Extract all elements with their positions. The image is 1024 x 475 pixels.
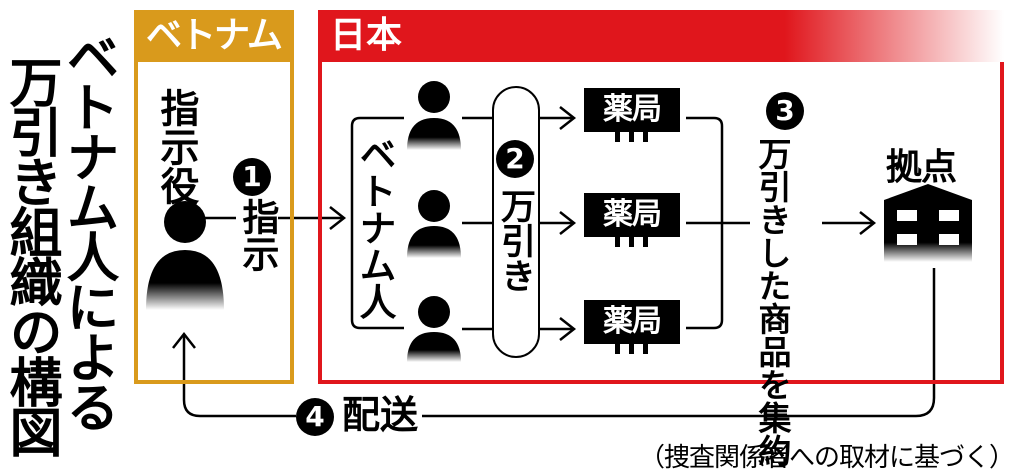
title-line-1: ベトナム人による <box>58 30 119 430</box>
members-label: ベトナム人 <box>353 135 396 320</box>
pharmacy-label: 薬局 <box>603 304 662 339</box>
leader-person-icon <box>146 201 224 310</box>
leader-label: 指示役 <box>154 88 199 205</box>
vietnam-region: ベトナム <box>134 10 294 384</box>
japan-region-label: 日本 <box>318 10 1004 62</box>
members-bracket <box>350 116 404 330</box>
step1-label: 指示 <box>236 198 279 272</box>
pharmacy-label: 薬局 <box>603 92 662 127</box>
vietnam-region-label: ベトナム <box>134 10 294 62</box>
pharmacy-shop-icon: 薬局 <box>584 193 680 247</box>
member-person-icon <box>407 190 461 258</box>
step2-pill <box>492 86 540 358</box>
step2-number-badge: 2 <box>496 140 534 178</box>
step3-arrow <box>722 211 877 235</box>
step4-label: 配送 <box>338 393 423 437</box>
member-person-icon <box>407 81 461 150</box>
pharmacy-shop-icon: 薬局 <box>584 88 680 142</box>
step4-number-badge: 4 <box>296 398 334 436</box>
member-person-icon <box>407 296 461 362</box>
step1-number-badge: 1 <box>233 158 271 196</box>
step4-arrow <box>172 268 936 418</box>
base-label: 拠点 <box>886 147 957 188</box>
pharmacy-label: 薬局 <box>603 197 662 232</box>
step3-label: 万引きした商品を集約 <box>753 137 792 467</box>
japan-region: 日本 <box>318 10 1004 384</box>
source-note: （捜査関係者への取材に基づく） <box>638 443 1015 473</box>
title-line-2: 万引き組織の構図 <box>1 55 62 455</box>
step2-label: 万引き <box>495 188 535 293</box>
pharmacy-shop-icon: 薬局 <box>584 300 680 354</box>
building-icon <box>884 184 972 262</box>
step3-number-badge: 3 <box>766 92 804 130</box>
step1-arrow <box>204 206 347 230</box>
